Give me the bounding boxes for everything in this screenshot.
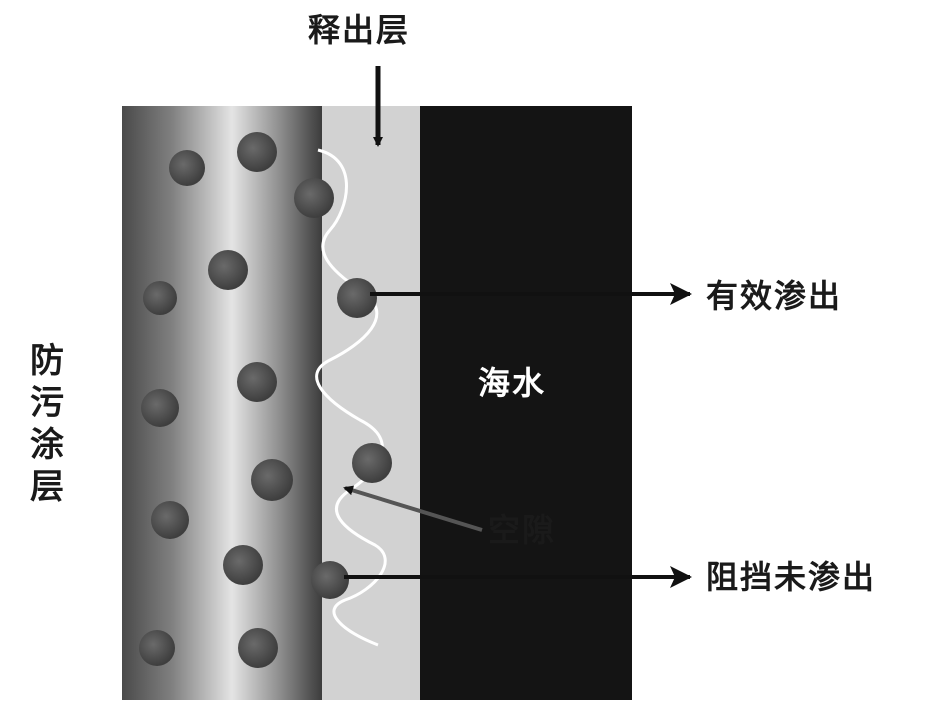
release-layer <box>322 106 420 700</box>
pore-arrow <box>343 485 483 532</box>
pore-label: 空隙 <box>488 511 557 549</box>
particle <box>151 501 189 539</box>
particle <box>352 443 392 483</box>
particle <box>237 132 277 172</box>
particle <box>294 178 334 218</box>
particle <box>208 250 248 290</box>
coating-particles <box>139 132 293 668</box>
effective-leaching-label: 有效渗出 <box>706 277 843 315</box>
release-particles <box>294 178 392 599</box>
particle <box>139 630 175 666</box>
particle-blocked <box>311 561 349 599</box>
pore-channel-line <box>315 148 387 647</box>
antifouling-coating-label: 防污涂层 <box>30 341 64 507</box>
seawater-region <box>420 106 632 700</box>
particle <box>169 150 205 186</box>
blocked-leaching-label: 阻挡未渗出 <box>706 558 877 596</box>
release-layer-label: 释出层 <box>308 11 411 49</box>
particle <box>237 362 277 402</box>
particle <box>141 389 179 427</box>
particle <box>251 459 293 501</box>
particle <box>238 628 278 668</box>
particle <box>223 545 263 585</box>
particle <box>143 281 177 315</box>
seawater-label: 海水 <box>478 364 547 402</box>
particle-effective <box>337 278 377 318</box>
